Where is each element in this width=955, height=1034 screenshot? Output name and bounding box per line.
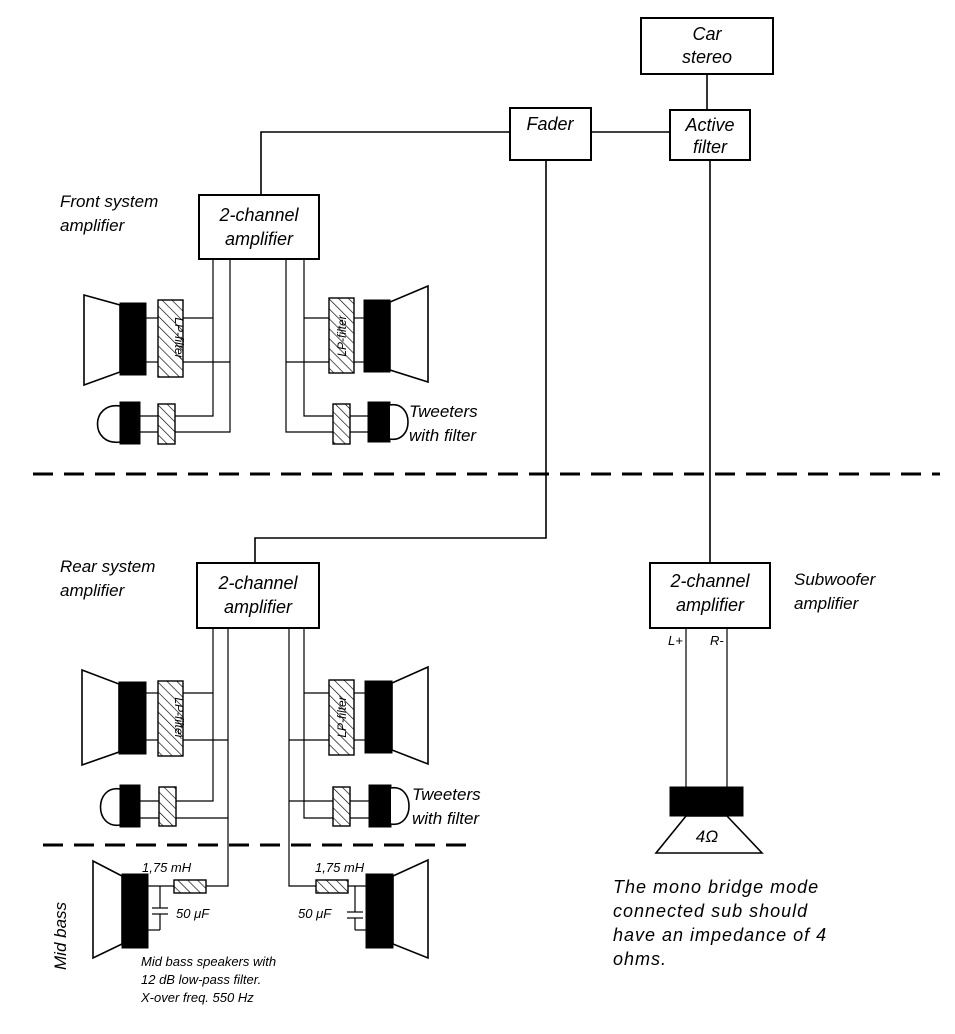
l-plus-label: L+ (668, 633, 683, 648)
midbass-left-speaker (92, 859, 149, 960)
inductor-left-label: 1,75 mH (142, 860, 192, 875)
subwoofer-speaker: 4Ω (654, 786, 764, 854)
midbass-note-line-3: X-over freq. 550 Hz (140, 990, 254, 1005)
sub-note-line-1: The mono bridge mode (613, 877, 819, 897)
midbass-note-line-2: 12 dB low-pass filter. (141, 972, 261, 987)
inductor-right-label: 1,75 mH (315, 860, 365, 875)
front-left-tweeter (96, 401, 176, 445)
signal-wiring (254, 74, 711, 563)
tweeters-rear-label-1: Tweeters (412, 785, 481, 804)
active-filter-label-1: Active (684, 115, 734, 135)
fader-label: Fader (526, 114, 574, 134)
midbass-note-line-1: Mid bass speakers with (141, 954, 276, 969)
car-stereo-label-1: Car (692, 24, 722, 44)
front-system-label-2: amplifier (60, 216, 126, 235)
subwoofer-wiring: L+ R- (668, 628, 728, 788)
tweeters-rear-label-2: with filter (412, 809, 480, 828)
midbass-right-speaker (365, 858, 429, 960)
active-filter-box: Active filter (669, 109, 751, 161)
rear-amp-label-1: 2-channel (217, 573, 298, 593)
front-amp-label-1: 2-channel (218, 205, 299, 225)
sub-amp-box: 2-channel amplifier (649, 562, 771, 629)
front-wiring (175, 259, 333, 433)
sub-amp-label-1: 2-channel (669, 571, 750, 591)
subwoofer-label-2: amplifier (794, 594, 860, 613)
rear-system-label-2: amplifier (60, 581, 126, 600)
rear-system-label-1: Rear system (60, 557, 155, 576)
rear-right-lp-filter: LP-filter (328, 679, 355, 756)
rear-left-woofer (81, 668, 158, 767)
rear-wiring (176, 628, 333, 887)
impedance-label: 4Ω (696, 827, 718, 846)
lp-filter-label: LP-filter (335, 314, 349, 356)
front-left-woofer (83, 293, 158, 387)
rear-amp-box: 2-channel amplifier (196, 562, 320, 629)
rear-left-lp-filter: LP-filter (157, 680, 186, 757)
sub-note-line-3: have an impedance of 4 (613, 925, 827, 945)
front-right-woofer (354, 284, 429, 384)
midbass-right-filter: 1,75 mH 50 μF (298, 860, 366, 931)
mid-bass-label: Mid bass (51, 901, 70, 970)
rear-amp-label-2: amplifier (224, 597, 293, 617)
front-amp-box: 2-channel amplifier (198, 194, 320, 260)
front-right-tweeter (332, 401, 409, 445)
capacitor-right-label: 50 μF (298, 906, 332, 921)
sub-note-line-4: ohms. (613, 949, 667, 969)
front-system-label-1: Front system (60, 192, 158, 211)
front-left-lp-filter: LP-filter (157, 299, 186, 378)
tweeters-front-label-2: with filter (409, 426, 477, 445)
rear-right-woofer (354, 665, 429, 766)
sub-note-line-2: connected sub should (613, 901, 808, 921)
rear-right-tweeter (332, 784, 410, 828)
subwoofer-label-1: Subwoofer (794, 570, 877, 589)
car-stereo-box: Car stereo (640, 17, 774, 75)
front-amp-label-2: amplifier (225, 229, 294, 249)
rear-left-tweeter (99, 784, 177, 828)
front-right-lp-filter: LP-filter (328, 297, 355, 374)
r-minus-label: R- (710, 633, 724, 648)
lp-filter-label: LP-filter (335, 695, 349, 737)
fader-box: Fader (509, 107, 592, 161)
car-stereo-label-2: stereo (682, 47, 732, 67)
midbass-left-filter: 1,75 mH 50 μF (142, 860, 210, 931)
lp-filter-label: LP-filter (172, 697, 186, 739)
lp-filter-label: LP-filter (172, 317, 186, 359)
active-filter-label-2: filter (693, 137, 728, 157)
tweeters-front-label-1: Tweeters (409, 402, 478, 421)
sub-amp-label-2: amplifier (676, 595, 745, 615)
capacitor-left-label: 50 μF (176, 906, 210, 921)
